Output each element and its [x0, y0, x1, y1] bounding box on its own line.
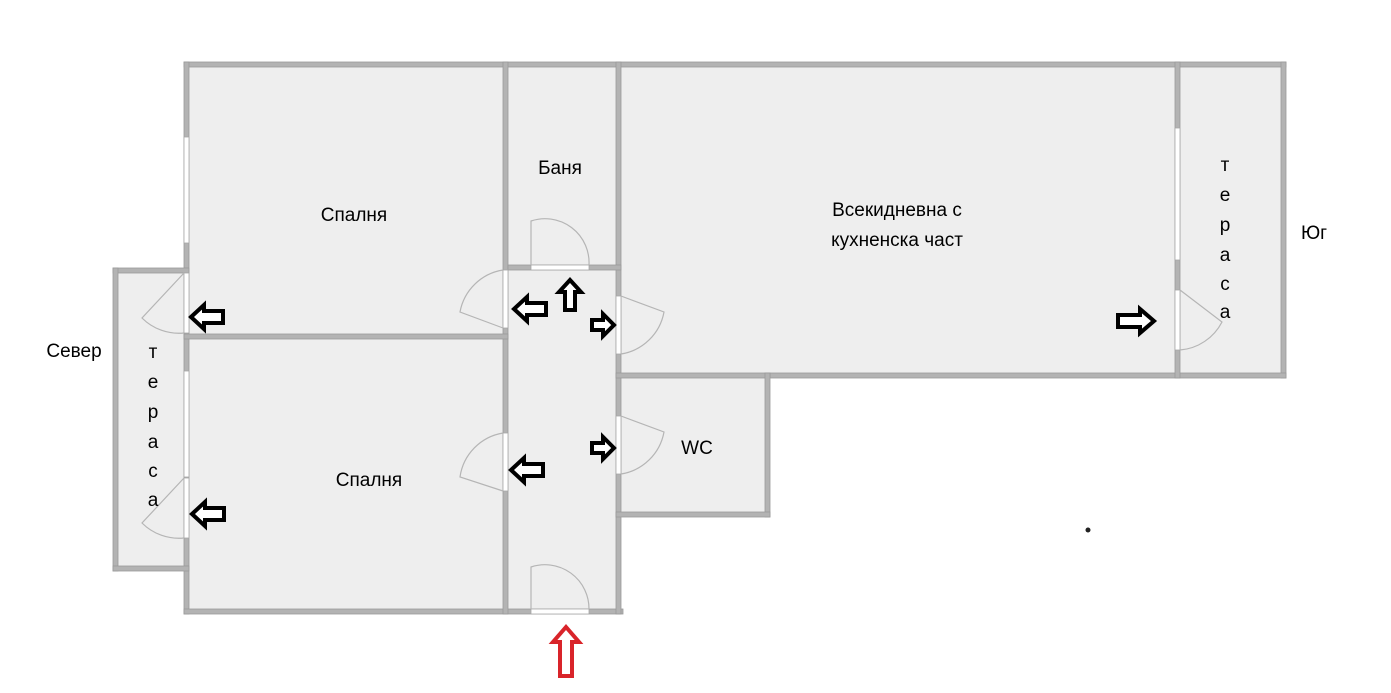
arrow-left-icon: [188, 300, 225, 334]
terrace-right-letter: а: [1220, 245, 1231, 266]
terrace-left-letter: а: [148, 490, 159, 511]
window-bedroom-top: [183, 136, 190, 244]
arrow-right-icon: [590, 432, 617, 464]
door-swing-bathroom: [530, 218, 590, 266]
terrace-right-letter: а: [1220, 302, 1231, 323]
terrace-right-letter: е: [1220, 185, 1231, 206]
door-swing-entrance: [530, 564, 590, 610]
windows: [183, 127, 1181, 615]
wall-bottom-living: [764, 372, 1287, 379]
living-room-floor: [621, 66, 1176, 374]
room-label-living-line2: кухненска част: [831, 230, 963, 251]
arrow-left-icon: [511, 292, 548, 326]
door-gap-entrance: [530, 608, 590, 615]
door-gap-bedroom-bottom: [502, 432, 509, 492]
arrow-right-icon: [1116, 304, 1158, 338]
direction-south-label: Юг: [1301, 223, 1327, 244]
arrow-left-icon: [189, 497, 226, 531]
arrow-right-icon: [590, 309, 617, 341]
arrow-left-icon: [508, 453, 545, 487]
door-swing-wc: [620, 415, 665, 475]
door-swings: [141, 218, 1223, 610]
bedroom-bottom-floor: [188, 339, 504, 610]
door-gap-bedroom-bottom-terrace: [183, 477, 190, 539]
wall-terrace-left-outer: [112, 267, 119, 572]
room-label-bedroom-bottom: Спалня: [336, 470, 402, 491]
room-label-wc: WC: [681, 438, 713, 459]
arrow-up-icon: [554, 277, 586, 312]
terrace-right-floor: [1180, 66, 1282, 374]
room-label-bedroom-top: Спалня: [321, 205, 387, 226]
bedroom-top-floor: [188, 66, 504, 335]
terrace-left-letter: с: [148, 461, 158, 482]
entrance-arrow-icon: [548, 623, 584, 678]
terrace-left-letter: т: [149, 342, 158, 363]
door-gap-wc: [615, 415, 622, 475]
arrows: [188, 277, 1158, 531]
direction-north-label: Север: [46, 341, 101, 362]
door-swing-terrace-right: [1179, 289, 1223, 351]
marker-dot: [1085, 527, 1091, 533]
terrace-left-label: т е р а с а: [148, 342, 159, 511]
terrace-right-letter: т: [1221, 155, 1230, 176]
terrace-left-letter: р: [148, 402, 159, 423]
wall-bedrooms: [183, 333, 509, 340]
door-swing-terrace-left-top: [141, 272, 185, 334]
bathroom-floor: [508, 66, 617, 266]
wall-terrace-left-bottom: [112, 565, 190, 572]
door-gap-bedroom-top-terrace: [183, 272, 190, 334]
terrace-right-label: т е р а с а: [1220, 155, 1231, 323]
door-swing-living: [620, 295, 665, 355]
wall-bottom-left: [183, 608, 624, 615]
wall-right: [1280, 61, 1287, 379]
terrace-right-letter: с: [1220, 274, 1230, 295]
wall-wc-top: [615, 372, 771, 379]
door-swing-bedroom-top: [459, 269, 504, 329]
wall-terrace-left-top: [112, 267, 190, 274]
door-gap-living-terrace: [1174, 289, 1181, 351]
terrace-left-letter: е: [148, 372, 159, 393]
door-swing-bedroom-bottom: [459, 432, 504, 492]
door-gap-bedroom-top: [502, 269, 509, 329]
wc-floor: [621, 378, 767, 513]
terrace-left-letter: а: [148, 432, 159, 453]
wall-wc-right: [764, 372, 771, 518]
room-label-bathroom: Баня: [538, 158, 582, 179]
wall-top: [183, 61, 1287, 68]
room-label-living-line1: Всекидневна с: [832, 200, 962, 221]
terrace-right-letter: р: [1220, 215, 1231, 236]
window-bedroom-bottom: [183, 370, 190, 478]
door-gap-bathroom: [530, 264, 590, 271]
door-swing-terrace-left-bottom: [141, 477, 185, 539]
wall-wc-bottom: [615, 511, 771, 518]
terrace-left-floor: [117, 272, 185, 567]
window-living-terrace: [1174, 127, 1181, 261]
